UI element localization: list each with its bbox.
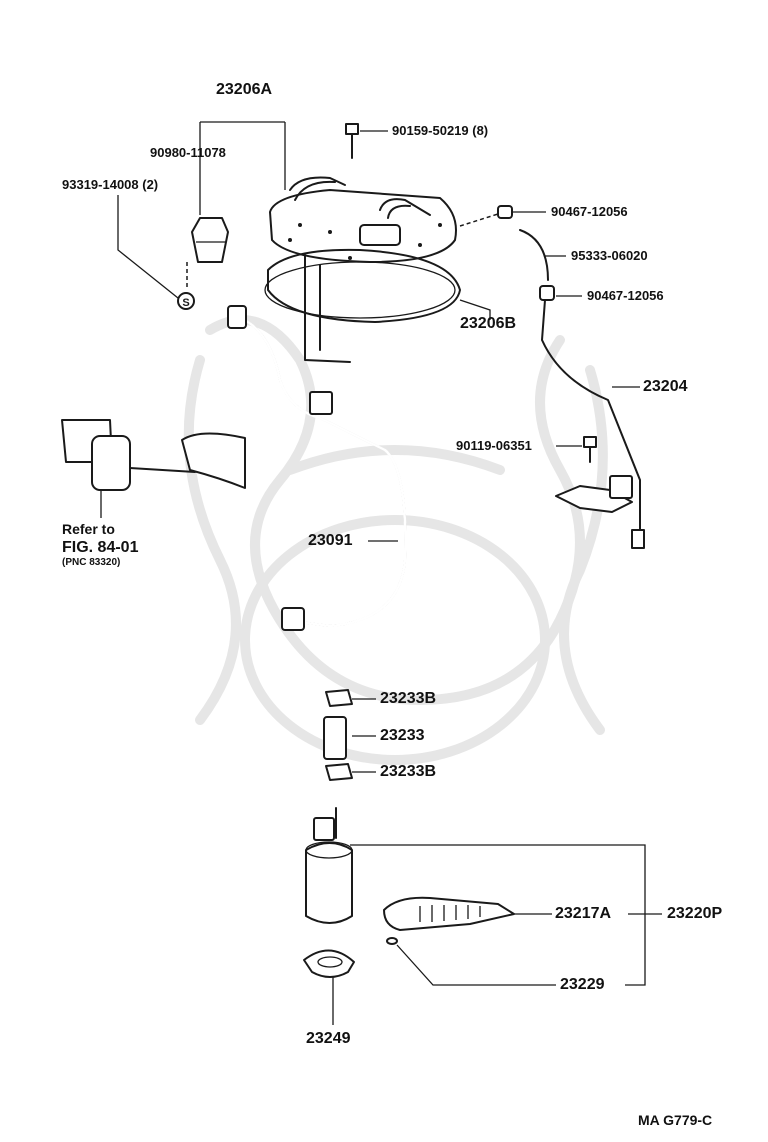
label-90119-06351: 90119-06351 [456,438,532,453]
label-90467-12056-bottom: 90467-12056 [587,288,664,303]
dashed-guides [186,213,499,290]
label-23217A: 23217A [555,905,612,922]
fuel-pump [305,807,353,924]
s-marker-text: S [182,297,189,309]
label-23091: 23091 [308,532,353,549]
label-23233B-bottom: 23233B [380,763,437,780]
label-90980-11078: 90980-11078 [150,145,226,160]
label-fig-84-01: FIG. 84-01 [62,539,139,556]
clamp-23233B-bottom [325,763,353,781]
label-23206A: 23206A [216,81,273,98]
fuel-hose-23091 [227,305,407,631]
label-23204: 23204 [643,378,688,395]
pump-bracket-assembly [264,176,461,363]
label-23206B: 23206B [460,315,517,332]
bolt-90119 [583,436,597,463]
label-diagram-code: MA G779-C [638,1112,713,1128]
watermark [183,315,608,765]
hose-23233 [323,716,347,760]
label-23249: 23249 [306,1030,351,1047]
tube-bracket [555,475,633,513]
label-95333-06020: 95333-06020 [571,248,648,263]
tube-23204 [497,205,645,549]
filter-23217A [383,896,515,931]
label-23233B-top: 23233B [380,690,437,707]
label-23220P: 23220P [667,905,723,922]
label-refer-to: Refer to [62,521,115,537]
label-23233: 23233 [380,727,425,744]
clamp-23233B-top [325,689,353,707]
washer-23229 [386,937,398,945]
cushion-23249 [303,949,355,978]
s-marker: S [177,292,195,310]
bolt-90159 [345,123,359,159]
connector-90980 [191,217,229,263]
label-pnc-83320: (PNC 83320) [62,557,121,568]
label-90159-50219: 90159-50219 (8) [392,123,489,138]
label-93319-14008: 93319-14008 (2) [62,177,159,192]
sender-gauge [61,419,246,491]
label-90467-12056-top: 90467-12056 [551,204,628,219]
leader-lines [100,121,662,1025]
label-23229: 23229 [560,976,605,993]
